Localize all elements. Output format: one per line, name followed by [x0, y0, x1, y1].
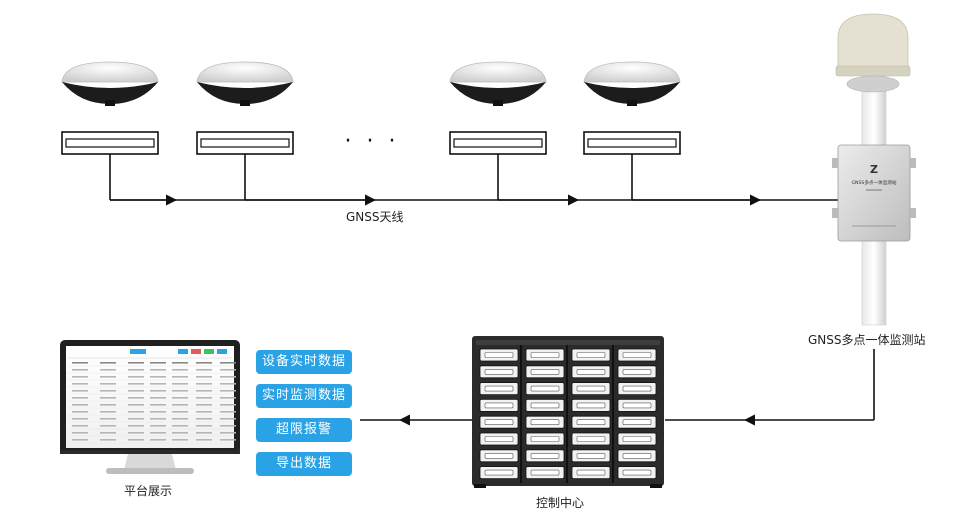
station-to-center-line	[665, 349, 875, 426]
screen-toolbar-button	[217, 349, 227, 354]
feature-device-realtime-button[interactable]: 设备实时数据	[256, 350, 352, 374]
screen-toolbar-button	[204, 349, 214, 354]
station-box-text: GNSS多点一体监测站	[852, 179, 897, 186]
screen-toolbar-button	[191, 349, 201, 354]
station-label: GNSS多点一体监测站	[808, 333, 926, 347]
server-cabinet-icon	[472, 336, 664, 488]
gnss-antennas	[61, 61, 681, 200]
antenna-label: GNSS天线	[346, 210, 404, 224]
monitor-icon	[60, 340, 240, 474]
ellipsis: · · ·	[345, 129, 400, 154]
feature-overlimit-alarm-button[interactable]: 超限报警	[256, 418, 352, 442]
display-label: 平台展示	[124, 484, 173, 498]
screen-toolbar-button	[178, 349, 188, 354]
gnss-antenna-icon	[449, 61, 547, 200]
monitoring-station-icon: Z GNSS多点一体监测站	[832, 13, 916, 326]
feature-monitoring-data-button[interactable]: 实时监测数据	[256, 384, 352, 408]
feature-export-data-button[interactable]: 导出数据	[256, 452, 352, 476]
center-label: 控制中心	[536, 496, 585, 510]
station-logo: Z	[870, 163, 878, 176]
gnss-antenna-icon	[583, 61, 681, 200]
gnss-antenna-icon	[196, 61, 294, 200]
gnss-antenna-icon	[61, 61, 159, 200]
screen-search-button	[130, 349, 146, 354]
